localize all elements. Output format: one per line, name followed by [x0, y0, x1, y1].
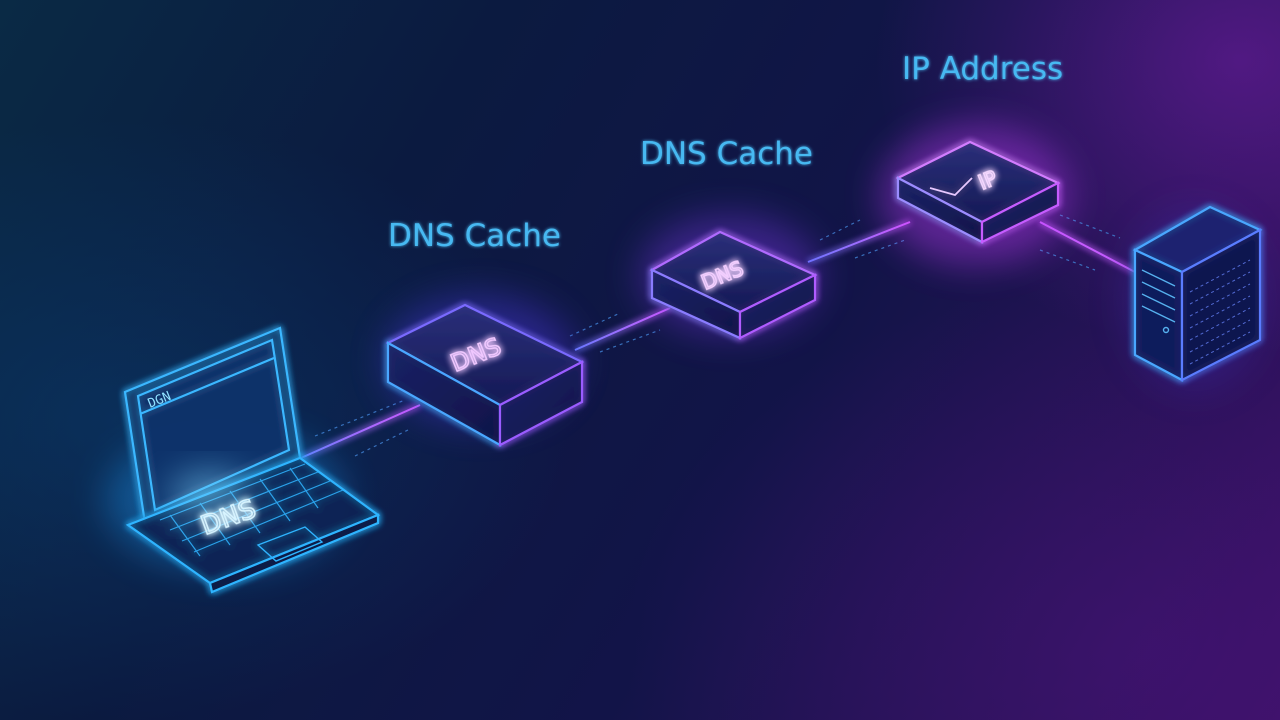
dns-cache-box-2: DNS: [640, 215, 820, 340]
dashed-annotations: [314, 214, 1121, 457]
server-front-slots: [1141, 269, 1176, 334]
dns-cache-box-1: DNS: [385, 295, 585, 447]
server-side-vents: [1189, 259, 1251, 365]
server-node: [1125, 205, 1265, 390]
edge-laptop-cache1: [291, 404, 421, 463]
dns-cache-label-2: DNS Cache: [640, 136, 813, 172]
edge-cache1-cache2: [574, 307, 671, 351]
dns-cache-label-1: DNS Cache: [388, 218, 561, 254]
ip-address-box: IP: [880, 125, 1070, 265]
laptop-node: DGN DNS: [105, 326, 381, 594]
ip-address-label: IP Address: [902, 51, 1063, 87]
